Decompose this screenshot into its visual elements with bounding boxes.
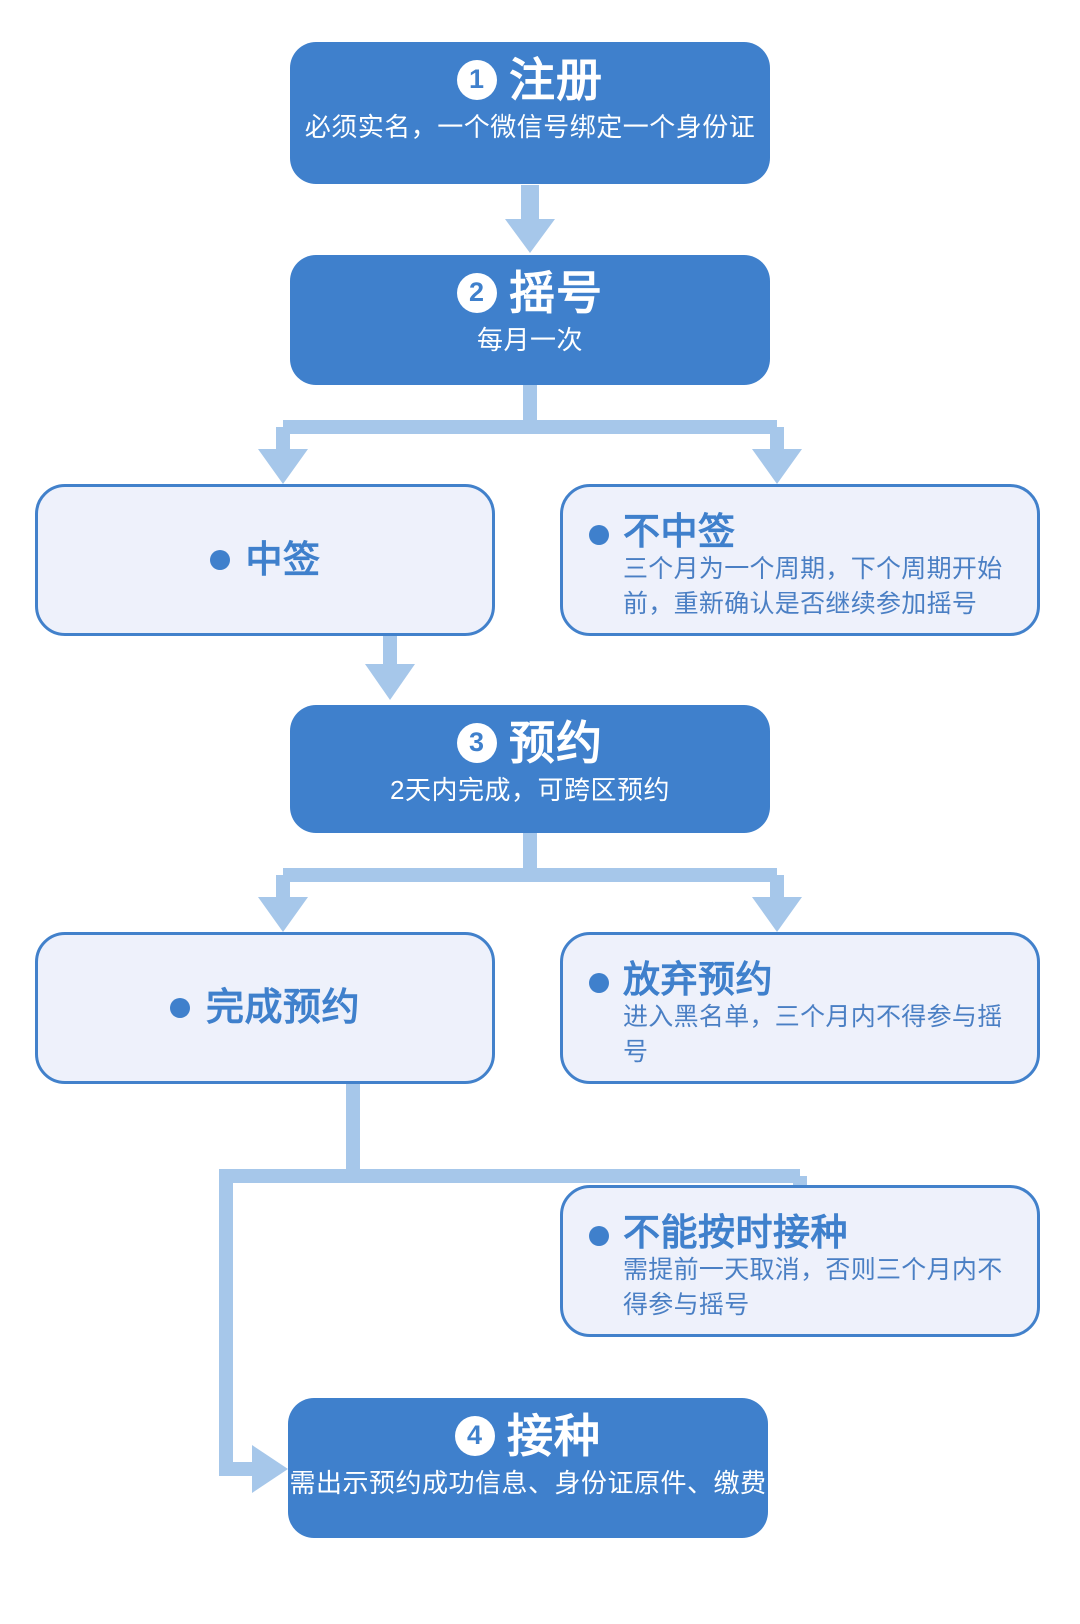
connector-appointment-branch — [258, 832, 802, 932]
connector-lottery-branch — [258, 385, 802, 484]
step-title-register: 1 注册 — [290, 56, 770, 105]
connector-won-to-appointment — [365, 635, 415, 700]
step-number-badge: 1 — [457, 60, 497, 101]
outcome-node-appointment-done[interactable]: 完成预约 — [35, 932, 495, 1084]
step-title-text: 注册 — [509, 54, 603, 106]
outcome-body-appointment-abandoned: 进入黑名单，三个月内不得参与摇号 — [623, 1003, 1003, 1066]
outcome-node-cannot-attend[interactable]: 不能按时接种 需提前一天取消，否则三个月内不得参与摇号 — [560, 1185, 1040, 1337]
outcome-node-appointment-abandoned[interactable]: 放弃预约 进入黑名单，三个月内不得参与摇号 — [560, 932, 1040, 1084]
outcome-title-appointment-abandoned: 放弃预约 — [623, 959, 773, 1000]
outcome-content-won: 中签 — [38, 487, 492, 633]
step-node-register[interactable]: 1 注册 必须实名，一个微信号绑定一个身份证 — [290, 42, 770, 184]
outcome-content-not-won: 不中签 三个月为一个周期，下个周期开始前，重新确认是否继续参加摇号 — [589, 511, 1011, 621]
outcome-title-won: 中签 — [245, 539, 321, 581]
step-node-lottery[interactable]: 2 摇号 每月一次 — [290, 255, 770, 385]
step-title-appointment: 3 预约 — [290, 719, 770, 768]
step-title-text: 摇号 — [509, 267, 603, 319]
step-title-text: 预约 — [509, 717, 603, 769]
step-node-vaccinate[interactable]: 4 接种 需出示预约成功信息、身份证原件、缴费 — [288, 1398, 768, 1538]
step-subtitle-appointment: 2天内完成，可跨区预约 — [390, 774, 670, 805]
outcome-title-appointment-done: 完成预约 — [205, 986, 360, 1029]
step-number-badge: 4 — [455, 1416, 495, 1457]
connector-register-to-lottery — [505, 185, 555, 253]
step-subtitle-vaccinate: 需出示预约成功信息、身份证原件、缴费 — [289, 1467, 767, 1498]
step-title-lottery: 2 摇号 — [290, 269, 770, 318]
bullet-icon — [589, 973, 609, 993]
step-node-appointment[interactable]: 3 预约 2天内完成，可跨区预约 — [290, 705, 770, 833]
outcome-content-appointment-done: 完成预约 — [38, 935, 492, 1081]
bullet-icon — [589, 525, 609, 545]
outcome-body-cannot-attend: 需提前一天取消，否则三个月内不得参与摇号 — [623, 1256, 1003, 1319]
outcome-node-won[interactable]: 中签 — [35, 484, 495, 636]
outcome-content-cannot-attend: 不能按时接种 需提前一天取消，否则三个月内不得参与摇号 — [589, 1212, 1011, 1322]
step-title-vaccinate: 4 接种 — [288, 1412, 768, 1461]
step-number-badge: 2 — [457, 273, 497, 314]
outcome-title-cannot-attend: 不能按时接种 — [623, 1212, 848, 1253]
outcome-body-not-won: 三个月为一个周期，下个周期开始前，重新确认是否继续参加摇号 — [623, 555, 1003, 618]
outcome-node-not-won[interactable]: 不中签 三个月为一个周期，下个周期开始前，重新确认是否继续参加摇号 — [560, 484, 1040, 636]
bullet-icon — [589, 1226, 609, 1246]
bullet-icon — [209, 550, 230, 570]
bullet-icon — [169, 998, 190, 1018]
step-number-badge: 3 — [457, 723, 497, 764]
outcome-title-not-won: 不中签 — [623, 511, 736, 552]
step-subtitle-register: 必须实名，一个微信号绑定一个身份证 — [304, 111, 756, 142]
outcome-content-appointment-abandoned: 放弃预约 进入黑名单，三个月内不得参与摇号 — [589, 959, 1011, 1069]
step-title-text: 接种 — [507, 1410, 601, 1462]
step-subtitle-lottery: 每月一次 — [476, 324, 583, 355]
